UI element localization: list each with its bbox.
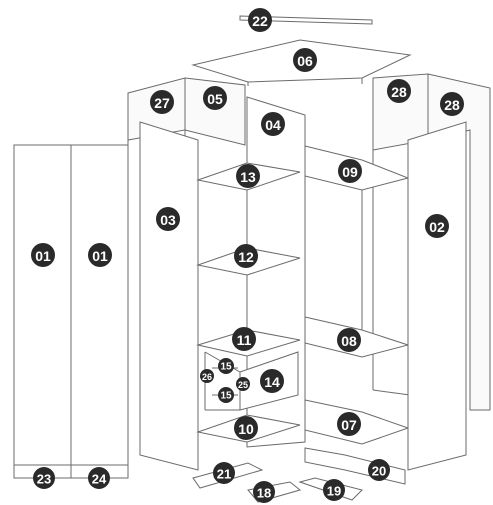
label-22: 22 [252, 13, 268, 29]
label-badge-12: 12 [234, 244, 258, 268]
label-badge-15a: 15 [218, 358, 234, 374]
label-badge-11: 11 [232, 327, 256, 351]
label-15a: 15 [220, 362, 232, 373]
label-badge-28a: 28 [387, 79, 411, 103]
label-28a: 28 [391, 84, 407, 100]
label-badge-25: 25 [236, 377, 250, 391]
label-13: 13 [240, 169, 256, 185]
label-badge-09: 09 [338, 159, 362, 183]
label-26: 26 [202, 372, 212, 382]
cornice-strip-22 [239, 15, 373, 25]
label-badge-01a: 01 [31, 243, 55, 267]
plinth-20 [304, 447, 406, 485]
label-badge-04: 04 [261, 112, 285, 136]
label-23: 23 [37, 472, 51, 487]
label-badge-07: 07 [337, 412, 361, 436]
side-panel-03 [139, 121, 199, 471]
label-badge-14: 14 [260, 369, 284, 393]
label-01b: 01 [92, 248, 108, 264]
label-25: 25 [238, 380, 248, 390]
label-21: 21 [217, 467, 231, 482]
label-01a: 01 [35, 248, 51, 264]
label-02: 02 [429, 219, 445, 235]
label-badge-26: 26 [200, 369, 214, 383]
label-badge-06: 06 [293, 48, 317, 72]
label-12: 12 [238, 249, 254, 265]
label-28b: 28 [444, 97, 460, 113]
label-badge-13: 13 [236, 164, 260, 188]
label-badge-23: 23 [33, 467, 55, 489]
label-14: 14 [264, 374, 280, 390]
label-badge-22: 22 [248, 8, 272, 32]
label-badge-05: 05 [203, 86, 227, 110]
label-badge-08: 08 [337, 328, 361, 352]
label-18: 18 [257, 486, 271, 501]
door-right-02 [407, 121, 467, 471]
label-07: 07 [341, 417, 357, 433]
label-19: 19 [327, 484, 341, 499]
label-20: 20 [372, 464, 386, 479]
label-badge-18: 18 [253, 481, 275, 503]
label-badge-21: 21 [213, 462, 235, 484]
label-05: 05 [207, 91, 223, 107]
label-15b: 15 [220, 391, 232, 402]
label-08: 08 [341, 333, 357, 349]
label-badge-27: 27 [150, 90, 174, 114]
label-10: 10 [238, 421, 254, 437]
label-badge-10: 10 [234, 416, 258, 440]
label-24: 24 [92, 472, 107, 487]
label-badge-24: 24 [88, 467, 110, 489]
label-badge-02: 02 [425, 214, 449, 238]
label-04: 04 [265, 117, 281, 133]
door-left-01b [70, 144, 129, 466]
label-badge-19: 19 [323, 479, 345, 501]
label-badge-01b: 01 [88, 243, 112, 267]
label-11: 11 [237, 332, 252, 348]
door-left-01a [13, 144, 72, 466]
label-06: 06 [297, 53, 313, 69]
label-badge-03: 03 [156, 207, 180, 231]
label-27: 27 [154, 95, 170, 111]
label-badge-20: 20 [368, 459, 390, 481]
label-badge-15b: 15 [218, 387, 234, 403]
label-03: 03 [160, 212, 176, 228]
label-badge-28b: 28 [440, 92, 464, 116]
label-09: 09 [342, 164, 358, 180]
